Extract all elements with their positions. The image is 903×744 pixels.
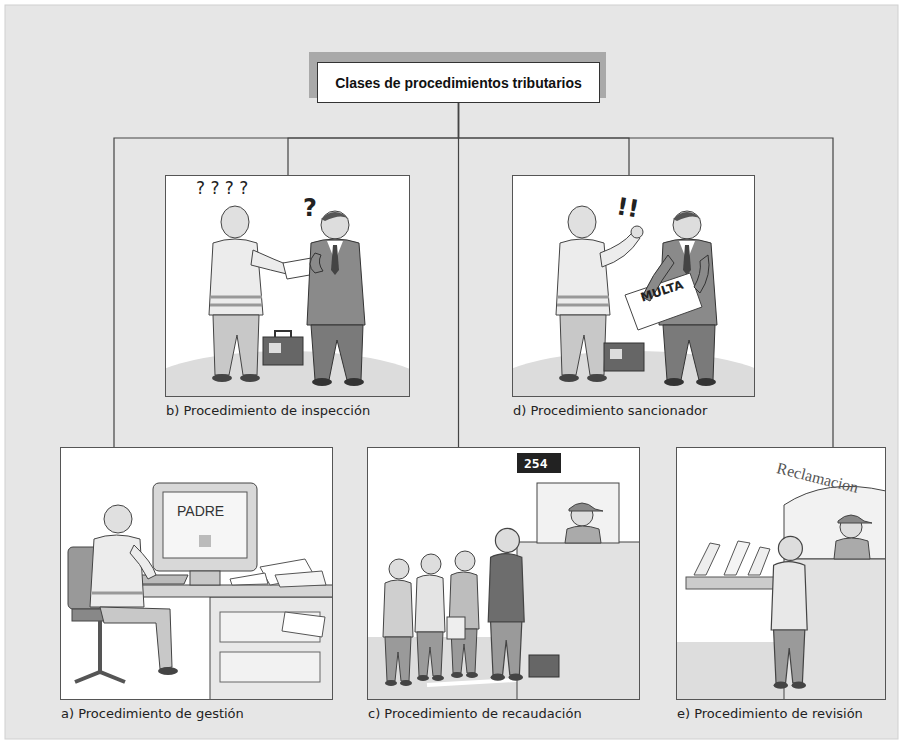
procedure-panel: d) Procedimiento sancionador!!MULTA (512, 175, 755, 397)
counter-number: 254 (524, 457, 547, 470)
window-sign: Reclamacion (775, 460, 860, 496)
screen-text: PADRE (177, 504, 224, 518)
procedure-panel: a) Procedimiento de gestiónPADRE (60, 447, 333, 700)
procedure-panel: b) Procedimiento de inspección? ? ? ?? (165, 175, 410, 397)
tree-connector (288, 103, 459, 175)
title-text: Clases de procedimientos tributarios (335, 75, 582, 91)
procedure-panel: c) Procedimiento de recaudación254 (367, 447, 640, 700)
question-mark: ? (303, 196, 317, 220)
tree-connector (459, 103, 630, 175)
tree-connector (458, 103, 459, 447)
exclamation-marks: !! (615, 194, 641, 221)
question-marks: ? ? ? ? (196, 180, 248, 197)
panel-caption: e) Procedimiento de revisión (677, 706, 863, 721)
procedure-panel: e) Procedimiento de revisiónReclamacion (676, 447, 886, 700)
tree-connector (459, 103, 834, 447)
panel-caption: b) Procedimiento de inspección (166, 403, 370, 418)
panel-caption: d) Procedimiento sancionador (513, 403, 707, 418)
title-box: Clases de procedimientos tributarios (317, 62, 600, 103)
panel-caption: c) Procedimiento de recaudación (368, 706, 582, 721)
paper-text: MULTA (639, 279, 684, 304)
tree-connector (114, 103, 459, 447)
panel-caption: a) Procedimiento de gestión (61, 706, 244, 721)
